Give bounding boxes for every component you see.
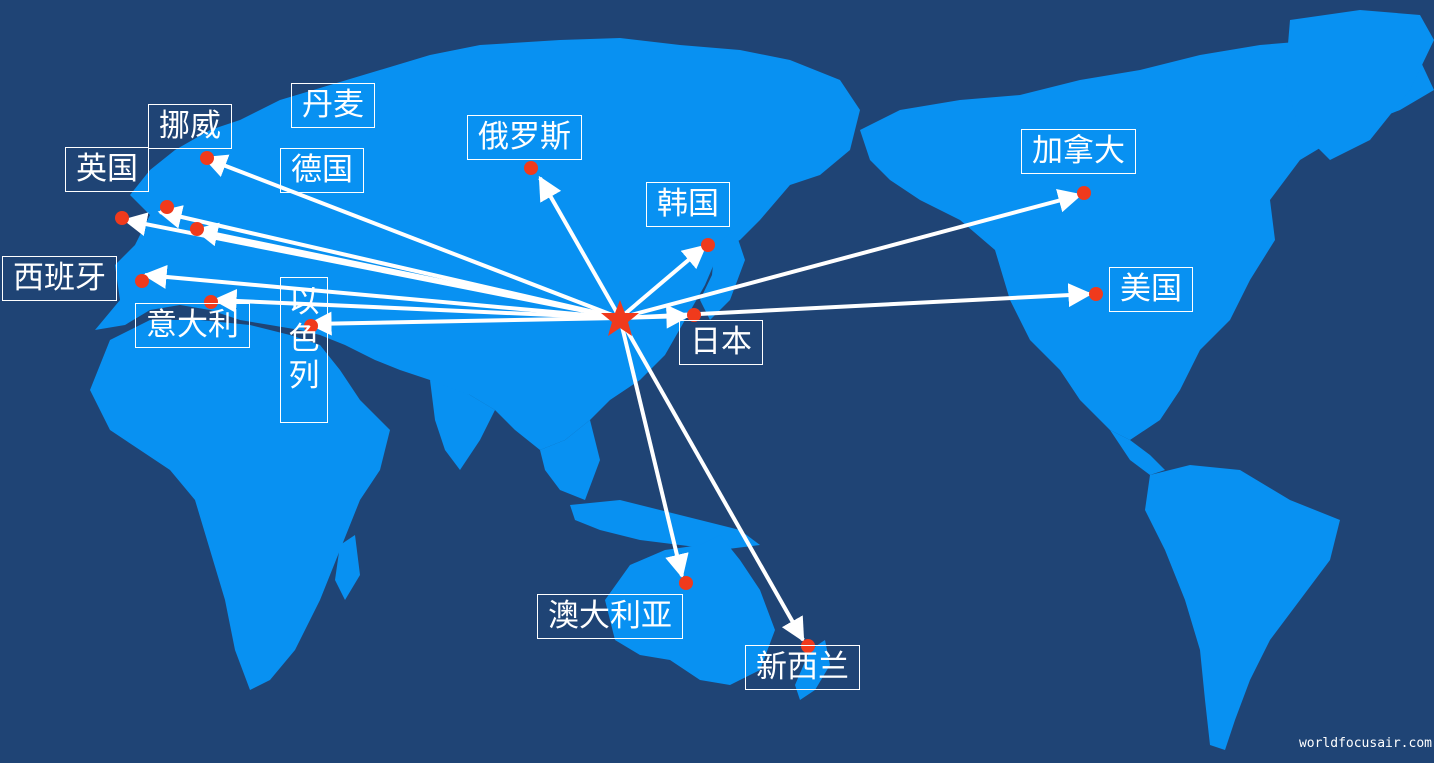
dot-russia <box>524 161 538 175</box>
route-arrow-israel <box>307 311 621 336</box>
dot-usa <box>1089 287 1103 301</box>
dot-korea <box>701 238 715 252</box>
route-arrow-spain <box>142 264 621 320</box>
dot-newzealand <box>801 639 815 653</box>
origin-star-icon <box>601 300 639 336</box>
label-australia: 澳大利亚 <box>537 594 683 639</box>
label-norway: 挪威 <box>148 104 232 149</box>
landmass-africa <box>90 320 390 690</box>
dot-norway <box>200 151 214 165</box>
dot-canada <box>1077 186 1091 200</box>
landmass-indonesia <box>570 500 760 550</box>
label-canada: 加拿大 <box>1021 129 1136 174</box>
landmass-south-america <box>1145 465 1340 750</box>
label-usa: 美国 <box>1109 267 1193 312</box>
label-israel: 以色列 <box>280 277 328 423</box>
label-italy: 意大利 <box>135 303 250 348</box>
label-newzealand: 新西兰 <box>745 645 860 690</box>
dot-germany <box>190 222 204 236</box>
landmass-eurasia <box>95 38 860 450</box>
landmass-greenland <box>1285 10 1434 160</box>
route-arrow-italy <box>212 288 621 320</box>
label-denmark: 丹麦 <box>291 83 375 128</box>
land-masses <box>90 10 1434 750</box>
label-uk: 英国 <box>65 147 149 192</box>
route-arrow-australia <box>618 317 689 579</box>
dot-spain <box>135 274 149 288</box>
landmass-madagascar <box>335 535 360 600</box>
landmass-central-america <box>1110 430 1165 475</box>
label-japan: 日本 <box>679 320 763 365</box>
dot-australia <box>679 576 693 590</box>
label-korea: 韩国 <box>646 182 730 227</box>
destination-dots <box>115 151 1103 653</box>
dot-israel <box>304 319 318 333</box>
route-arrow-norway <box>202 154 621 320</box>
dot-italy <box>204 295 218 309</box>
landmass-north-america <box>860 40 1434 440</box>
route-arrow-germany <box>193 222 621 320</box>
dot-denmark <box>160 200 174 214</box>
dot-uk <box>115 211 129 225</box>
credit-watermark: worldfocusair.com <box>1298 736 1432 751</box>
label-russia: 俄罗斯 <box>467 115 582 160</box>
landmass-japan <box>700 230 745 320</box>
route-arrow-russia <box>538 175 622 319</box>
landmass-india <box>430 380 495 470</box>
landmass-newzealand <box>795 640 830 700</box>
landmass-indochina <box>540 420 600 500</box>
label-germany: 德国 <box>280 148 364 193</box>
route-arrow-canada <box>619 188 1083 320</box>
dot-japan <box>687 308 701 322</box>
landmass-australia <box>605 535 775 685</box>
route-arrow-korea <box>618 244 707 320</box>
label-spain: 西班牙 <box>2 256 117 301</box>
route-arrow-newzealand <box>618 317 805 643</box>
